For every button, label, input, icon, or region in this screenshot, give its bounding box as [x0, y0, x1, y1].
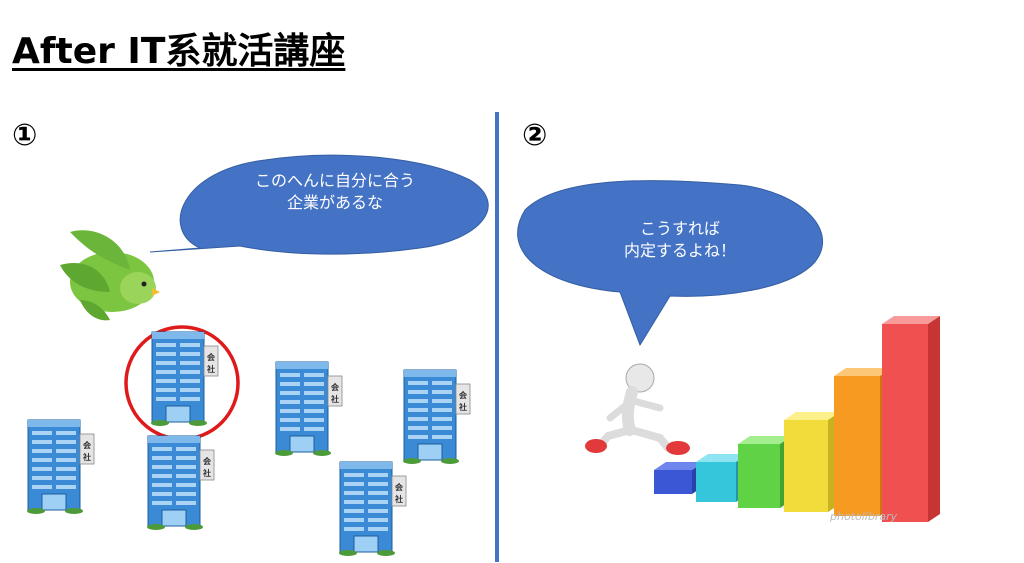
speech-bubble-1-text: このへんに自分に合う 企業があるな: [200, 170, 470, 214]
building-label: 社: [82, 452, 91, 462]
running-figure-icon: [585, 363, 690, 455]
building-label: 会: [207, 352, 215, 362]
slide-title: After IT系就活講座: [12, 31, 346, 72]
watermark-text: photolibrary: [829, 510, 898, 523]
building-icon: [26, 419, 95, 515]
panel-divider: [495, 112, 499, 562]
building-icon: [150, 331, 219, 427]
bubble2-line1: こうすれば: [639, 219, 720, 238]
building-label: 社: [206, 364, 215, 374]
bubble1-line1: このへんに自分に合う: [254, 171, 415, 190]
bubble2-line2: 内定するよね！: [623, 241, 736, 260]
building-label: 会: [203, 456, 211, 466]
building-icon: [274, 361, 343, 457]
bubble1-line2: 企業があるな: [286, 193, 383, 212]
bar-red: [882, 316, 940, 522]
building-label: 社: [394, 494, 403, 504]
building-label: 会: [331, 382, 339, 392]
bar-yellow: [784, 412, 840, 512]
building-icon: [338, 461, 407, 557]
building-icon: [146, 435, 215, 531]
building-icon: [402, 369, 471, 465]
speech-bubble-1: [149, 154, 489, 255]
bird-icon: [60, 230, 160, 321]
building-label: 社: [330, 394, 339, 404]
speech-bubble-2: [517, 180, 823, 347]
building-label: 会: [83, 440, 91, 450]
step-bars: [654, 316, 940, 522]
panel1-number: ①: [12, 118, 38, 153]
building-label: 社: [202, 468, 211, 478]
speech-bubble-2-text: こうすれば 内定するよね！: [540, 218, 820, 262]
building-label: 社: [458, 402, 467, 412]
bar-green: [738, 436, 792, 508]
panel2-number: ②: [522, 118, 548, 153]
building-label: 会: [395, 482, 403, 492]
building-label: 会: [459, 390, 467, 400]
